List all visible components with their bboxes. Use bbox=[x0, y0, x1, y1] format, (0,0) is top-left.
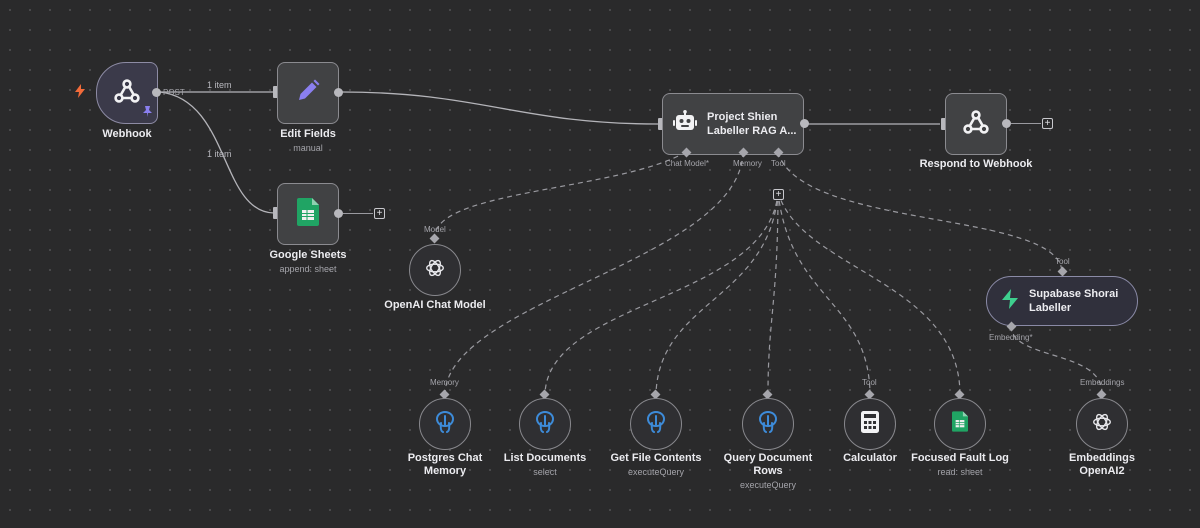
edge-supabase-embeddings bbox=[1010, 325, 1103, 394]
edge-agent-getfile bbox=[655, 191, 779, 394]
sheets-add-button[interactable]: + bbox=[374, 208, 385, 219]
sheets-input-port[interactable] bbox=[273, 207, 278, 219]
pencil-icon bbox=[294, 77, 322, 110]
google-sheets-node[interactable] bbox=[277, 183, 339, 245]
respond-output-port[interactable] bbox=[1002, 119, 1011, 128]
embeddings-title-line2: OpenAI2 bbox=[1079, 465, 1125, 477]
webhook-port-label: POST bbox=[163, 88, 185, 97]
postgres-chat-memory-node[interactable] bbox=[419, 398, 471, 450]
respond-webhook-node[interactable] bbox=[945, 93, 1007, 155]
edge-label-webhook-edit: 1 item bbox=[207, 80, 232, 90]
edge-edit-agent bbox=[341, 91, 659, 125]
edit-fields-input-port[interactable] bbox=[273, 86, 278, 98]
query-document-rows-node[interactable] bbox=[742, 398, 794, 450]
edge-agent-openai bbox=[434, 151, 687, 236]
postgres-icon bbox=[758, 410, 778, 438]
sheets-icon bbox=[297, 197, 319, 231]
supabase-icon bbox=[1001, 288, 1019, 314]
postgres-icon bbox=[646, 410, 666, 438]
focused-fault-log-title: Focused Fault Log bbox=[911, 452, 1009, 464]
edit-fields-node[interactable] bbox=[277, 62, 339, 124]
postgres-title-line2: Memory bbox=[423, 465, 467, 477]
robot-icon bbox=[673, 109, 697, 139]
edit-fields-title: Edit Fields bbox=[280, 128, 336, 140]
list-documents-subtitle: select bbox=[533, 467, 557, 477]
get-file-contents-title: Get File Contents bbox=[610, 452, 702, 464]
embeddings-openai-node[interactable] bbox=[1076, 398, 1128, 450]
google-sheets-title: Google Sheets bbox=[269, 249, 347, 261]
agent-tool-label: Tool bbox=[771, 159, 786, 168]
supabase-node[interactable]: Supabase Shorai Labeller bbox=[986, 276, 1138, 326]
webhook-icon bbox=[961, 107, 991, 142]
edge-agent-postgres bbox=[444, 151, 744, 394]
openai-icon bbox=[1091, 411, 1113, 438]
agent-node[interactable]: Project Shien Labeller RAG A... bbox=[662, 93, 804, 155]
edge-agent-calc bbox=[777, 191, 871, 394]
openai-model-port-label: Model bbox=[424, 225, 446, 234]
edge-label-webhook-sheets: 1 item bbox=[207, 149, 232, 159]
postgres-icon bbox=[535, 410, 555, 438]
sheets-icon bbox=[952, 411, 968, 437]
respond-input-port[interactable] bbox=[941, 118, 946, 130]
respond-plus-link bbox=[1011, 123, 1041, 124]
agent-title-line2: Labeller RAG A... bbox=[707, 125, 797, 137]
agent-memory-label: Memory bbox=[733, 159, 762, 168]
supabase-title-line1: Supabase Shorai bbox=[1029, 288, 1119, 300]
openai-icon bbox=[424, 257, 446, 284]
focused-fault-log-subtitle: read: sheet bbox=[937, 467, 983, 477]
agent-add-tool-button[interactable]: + bbox=[773, 189, 784, 200]
supabase-embedding-label: Embedding* bbox=[989, 333, 1033, 342]
bolt-icon bbox=[75, 84, 85, 101]
get-file-contents-subtitle: executeQuery bbox=[627, 467, 685, 477]
agent-input-port[interactable] bbox=[658, 118, 663, 130]
supabase-tool-port-label: Tool bbox=[1055, 257, 1070, 266]
respond-webhook-title: Respond to Webhook bbox=[919, 158, 1033, 170]
query-rows-title-line2: Rows bbox=[753, 465, 783, 477]
openai-chat-model-title: OpenAI Chat Model bbox=[384, 299, 486, 311]
postgres-icon bbox=[435, 410, 455, 438]
list-documents-node[interactable] bbox=[519, 398, 571, 450]
get-file-contents-node[interactable] bbox=[630, 398, 682, 450]
calculator-node[interactable] bbox=[844, 398, 896, 450]
google-sheets-subtitle: append: sheet bbox=[279, 264, 337, 274]
sheets-output-port[interactable] bbox=[334, 209, 343, 218]
webhook-icon bbox=[112, 76, 142, 111]
agent-output-port[interactable] bbox=[800, 119, 809, 128]
query-rows-title-line1: Query Document bbox=[723, 452, 813, 464]
query-document-rows-title: Query Document Rows bbox=[718, 452, 818, 478]
embeddings-port-label: Embeddings bbox=[1080, 378, 1125, 387]
calculator-icon bbox=[861, 410, 879, 438]
embeddings-openai-title: Embeddings OpenAI2 bbox=[1052, 452, 1152, 478]
webhook-output-port[interactable] bbox=[152, 88, 161, 97]
calculator-title: Calculator bbox=[843, 452, 897, 464]
postgres-title-line1: Postgres Chat bbox=[407, 452, 483, 464]
edit-fields-subtitle: manual bbox=[293, 143, 323, 153]
edge-agent-list bbox=[544, 191, 779, 394]
supabase-title-line2: Labeller bbox=[1029, 302, 1072, 314]
query-document-rows-subtitle: executeQuery bbox=[739, 480, 797, 490]
agent-title: Project Shien Labeller RAG A... bbox=[707, 110, 796, 138]
focused-fault-log-node[interactable] bbox=[934, 398, 986, 450]
agent-chat-model-label: Chat Model* bbox=[665, 159, 710, 168]
edge-agent-fault bbox=[777, 191, 961, 394]
calculator-port-label: Tool bbox=[862, 378, 877, 387]
sheets-plus-link bbox=[343, 213, 373, 214]
respond-add-button[interactable]: + bbox=[1042, 118, 1053, 129]
postgres-chat-memory-title: Postgres Chat Memory bbox=[395, 452, 495, 478]
edit-fields-output-port[interactable] bbox=[334, 88, 343, 97]
openai-chat-model-node[interactable] bbox=[409, 244, 461, 296]
pin-icon[interactable] bbox=[143, 106, 152, 120]
webhook-title: Webhook bbox=[102, 128, 152, 140]
list-documents-title: List Documents bbox=[503, 452, 587, 464]
supabase-title: Supabase Shorai Labeller bbox=[1029, 287, 1118, 315]
agent-title-line1: Project Shien bbox=[707, 111, 778, 123]
postgres-memory-port-label: Memory bbox=[430, 378, 459, 387]
embeddings-title-line1: Embeddings bbox=[1068, 452, 1135, 464]
edge-webhook-sheets bbox=[159, 91, 275, 214]
